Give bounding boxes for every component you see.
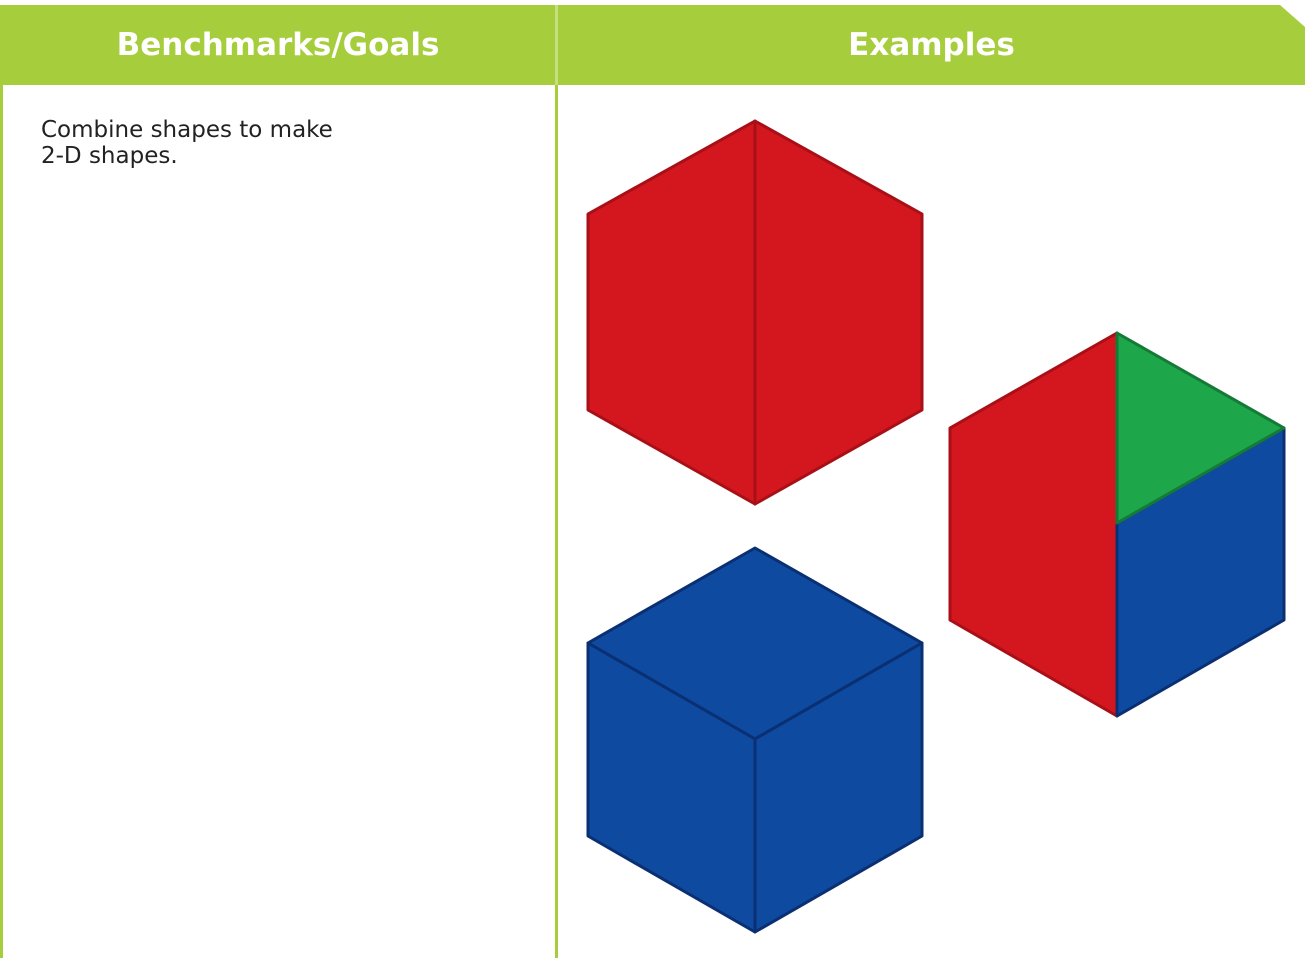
header-divider <box>555 5 558 85</box>
two-trapezoid-hexagon <box>586 119 924 506</box>
benchmarks-goals-header: Benchmarks/Goals <box>116 27 440 63</box>
right-trapezoid-red <box>753 119 924 506</box>
left-trapezoid-red <box>586 119 757 506</box>
table-header-bar <box>0 5 1305 85</box>
benchmark-goal-text: Combine shapes to make 2-D shapes. <box>41 117 333 169</box>
three-rhombus-hexagon <box>586 546 924 934</box>
triangle-green <box>1115 331 1286 525</box>
examples-header: Examples <box>848 27 1015 63</box>
right-rhombus-blue <box>753 641 924 934</box>
mixed-hexagon <box>948 331 1286 718</box>
left-column-border <box>0 85 3 958</box>
trapezoid-red <box>948 331 1119 718</box>
column-divider <box>555 85 558 958</box>
